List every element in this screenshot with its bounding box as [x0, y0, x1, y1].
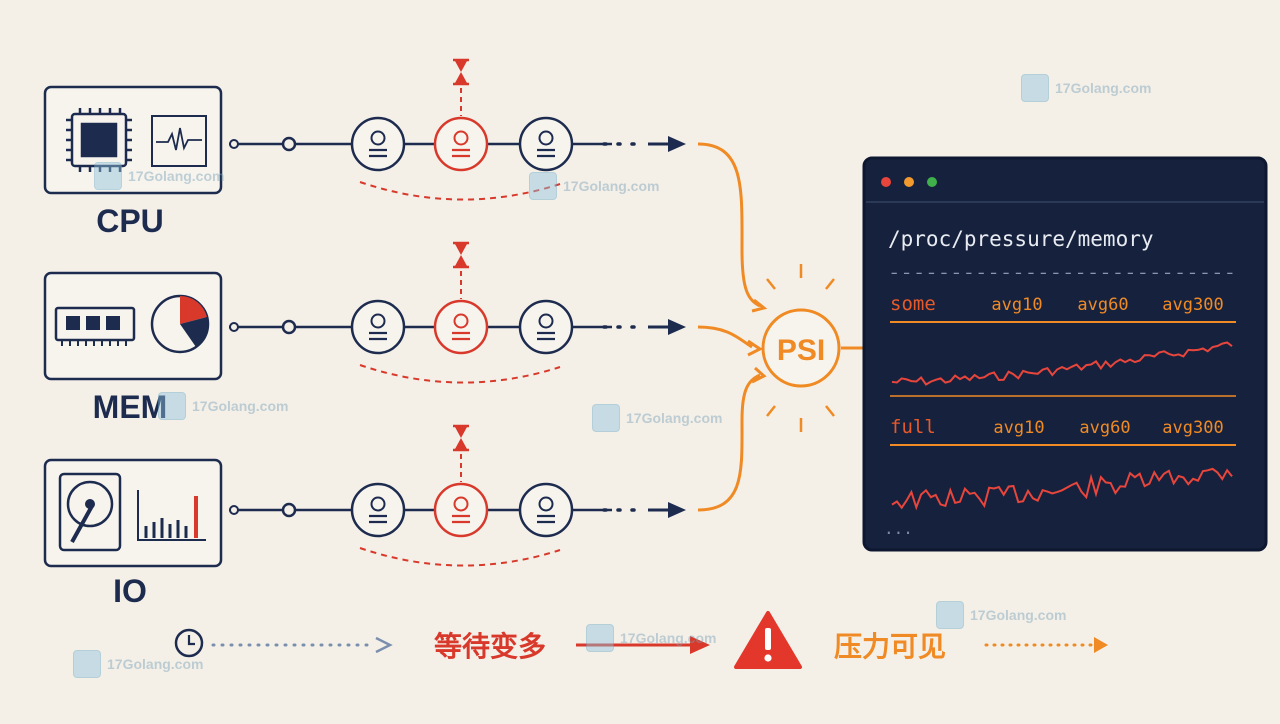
waiting-increase-label: 等待变多 [434, 630, 546, 663]
terminal-frame [862, 156, 1268, 552]
section-full-name: full [890, 416, 936, 438]
task-icon [518, 299, 574, 355]
psi-circle [761, 308, 841, 388]
waveform-monitor-icon [151, 115, 207, 167]
arrowhead-io [751, 366, 767, 384]
resource-label-mem: MEM [93, 389, 168, 425]
resource-label-io: IO [113, 573, 147, 609]
bar-chart-icon [137, 490, 206, 541]
resource-row-cpu: CPU [43, 85, 223, 239]
connector-io-psi [697, 373, 761, 512]
wait-arc [359, 364, 561, 384]
bottom-flow: 等待变多 压力可见 [174, 611, 1108, 669]
queue-start-node [229, 322, 239, 332]
psi-label: PSI [777, 334, 825, 367]
section-full-col-avg60: avg60 [1079, 418, 1130, 438]
terminal-path: /proc/pressure/memory [888, 227, 1154, 251]
connector-mem-psi [697, 325, 753, 349]
wait-arc [359, 547, 561, 567]
arrowhead-mem [747, 339, 763, 357]
hard-disk-icon [58, 472, 122, 552]
task-icon [350, 299, 406, 355]
queue-cpu [229, 58, 686, 201]
waiting-task-icon [433, 299, 489, 355]
queue-io [229, 424, 686, 567]
queue-start-node [229, 139, 239, 149]
task-icon [350, 482, 406, 538]
terminal-window: /proc/pressure/memory ------------------… [862, 156, 1268, 552]
psi-hub: PSI [761, 264, 880, 432]
window-close-dot[interactable] [881, 177, 891, 187]
clock-icon [174, 628, 204, 658]
section-some-col-avg300: avg300 [1162, 295, 1223, 315]
window-minimize-dot[interactable] [904, 177, 914, 187]
queue-arrow-head [668, 319, 686, 335]
warning-icon [734, 611, 802, 669]
section-some-col-avg60: avg60 [1077, 295, 1128, 315]
hourglass-icon [453, 58, 469, 86]
ram-module-icon [54, 306, 136, 346]
red-arrow-head [690, 636, 710, 654]
sunburst-icon [766, 264, 835, 432]
queue-node [281, 502, 297, 518]
waiting-task-icon [433, 482, 489, 538]
task-icon [350, 116, 406, 172]
waiting-task-icon [433, 116, 489, 172]
queue-mem [229, 241, 686, 384]
queue-node [281, 136, 297, 152]
pie-chart-icon [150, 294, 210, 354]
connector-cpu-psi [697, 142, 761, 308]
arrowhead-cpu [751, 298, 768, 313]
terminal-footer-ellipsis: ... [884, 519, 913, 538]
window-maximize-dot[interactable] [927, 177, 937, 187]
wait-arc [359, 181, 561, 201]
task-icon [518, 116, 574, 172]
cpu-chip-icon [66, 108, 132, 172]
section-some-name: some [890, 293, 936, 315]
psi-connectors [697, 142, 768, 512]
queue-start-node [229, 505, 239, 515]
terminal-divider: ---------------------------- [888, 263, 1236, 282]
resource-row-mem: MEM [43, 271, 223, 425]
resource-row-io: IO [43, 458, 223, 609]
queue-node [281, 319, 297, 335]
dotted-arrow-head-1 [375, 636, 393, 654]
task-icon [518, 482, 574, 538]
section-some-col-avg10: avg10 [991, 295, 1042, 315]
hourglass-icon [453, 424, 469, 452]
task-queues [229, 58, 686, 567]
dotted-arrow-head-2 [1094, 637, 1108, 653]
queue-arrow-head [668, 502, 686, 518]
section-full-col-avg10: avg10 [993, 418, 1044, 438]
resource-label-cpu: CPU [96, 203, 164, 239]
queue-arrow-head [668, 136, 686, 152]
sparkline-full [891, 467, 1233, 511]
sparkline-some [891, 341, 1233, 386]
pressure-visible-label: 压力可见 [834, 630, 946, 663]
section-full-col-avg300: avg300 [1162, 418, 1223, 438]
hourglass-icon [453, 241, 469, 269]
